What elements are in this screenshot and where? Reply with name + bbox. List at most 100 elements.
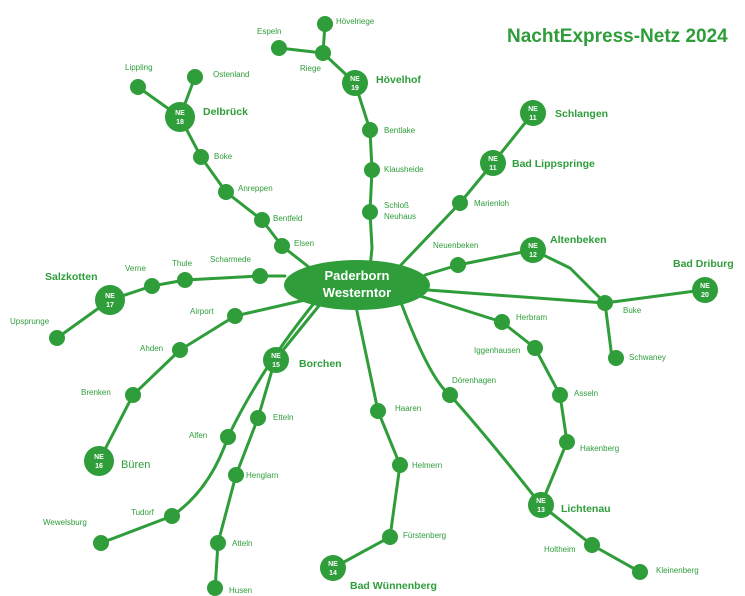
label-henglarn: Henglarn [246,471,278,480]
stop-elsen[interactable] [274,238,290,254]
stop-doerenhagen[interactable] [442,387,458,403]
stop-haaren[interactable] [370,403,386,419]
hub-paderborn-westerntor[interactable]: Paderborn Westerntor [284,260,430,310]
label-herbram: Herbram [516,313,547,322]
stop-riege[interactable] [315,45,331,61]
badge-hoevelhof[interactable]: NE 19 [342,70,368,96]
stop-asseln[interactable] [552,387,568,403]
stop-alfen[interactable] [220,429,236,445]
label-hoevelriege: Hövelriege [336,17,375,26]
stop-schloss-neuhaus[interactable] [362,204,378,220]
label-bentfeld: Bentfeld [273,214,302,223]
label-espeln: Espeln [257,27,281,36]
stop-bentlake[interactable] [362,122,378,138]
label-anreppen: Anreppen [238,184,273,193]
stop-upsprunge[interactable] [49,330,65,346]
stop-atteln[interactable] [210,535,226,551]
label-schloss: Schloß [384,201,409,210]
badge-schlangen[interactable]: NE 11 [520,100,546,126]
stop-herbram[interactable] [494,314,510,330]
stop-boke[interactable] [193,149,209,165]
stop-marienloh[interactable] [452,195,468,211]
badge-ne-lichtenau: NE [536,498,546,505]
label-alfen: Alfen [189,431,207,440]
label-elsen: Elsen [294,239,314,248]
label-ahden: Ahden [140,344,163,353]
stop-kleinenberg[interactable] [632,564,648,580]
badge-lichtenau[interactable]: NE 13 [528,492,554,518]
stop-scharmede[interactable] [252,268,268,284]
route-hoevelhof [321,22,374,270]
hub-label-line1: Paderborn [324,268,389,283]
stop-hakenberg[interactable] [559,434,575,450]
badge-altenbeken[interactable]: NE 12 [520,237,546,263]
stop-lippling[interactable] [130,79,146,95]
stop-holtheim[interactable] [584,537,600,553]
label-thule: Thule [172,259,193,268]
badge-bueren[interactable]: NE 16 [84,446,114,476]
badge-salzkotten[interactable]: NE 17 [95,285,125,315]
stop-brenken[interactable] [125,387,141,403]
stop-ostenland[interactable] [187,69,203,85]
stop-thule[interactable] [177,272,193,288]
badge-delbrueck[interactable]: NE 18 [165,102,195,132]
label-buke: Buke [623,306,642,315]
stop-espeln[interactable] [271,40,287,56]
stop-buke[interactable] [597,295,613,311]
label-fuerstenberg: Fürstenberg [403,531,446,540]
stop-verne[interactable] [144,278,160,294]
stop-bentfeld[interactable] [254,212,270,228]
stop-neuenbeken[interactable] [450,257,466,273]
dest-bueren: Büren [121,459,150,471]
label-riege: Riege [300,64,321,73]
label-scharmede: Scharmede [210,255,251,264]
stop-etteln[interactable] [250,410,266,426]
badge-ne-borchen: NE [271,353,281,360]
stop-schwaney[interactable] [608,350,624,366]
badge-ne-salzkotten: NE [105,293,115,300]
stop-henglarn[interactable] [228,467,244,483]
badge-ne-altenbeken: NE [528,243,538,250]
badge-num-borchen: 15 [272,362,280,369]
route-driburg [426,288,705,305]
stop-wewelsburg[interactable] [93,535,109,551]
badge-ne-schlangen: NE [528,106,538,113]
route-doerenhagen [398,298,543,507]
page-title: NachtExpress-Netz 2024 [507,26,728,47]
route-lippspringe [398,111,535,268]
route-salzkotten [55,274,287,340]
stop-iggenhausen[interactable] [527,340,543,356]
stop-fuerstenberg[interactable] [382,529,398,545]
label-neuenbeken: Neuenbeken [433,241,478,250]
stop-husen[interactable] [207,580,223,596]
badge-ne-driburg: NE [700,283,710,290]
badge-bad-lippspringe[interactable]: NE 11 [480,150,506,176]
badge-bad-wuennenberg[interactable]: NE 14 [320,555,346,581]
stop-tudorf[interactable] [164,508,180,524]
dest-hoevelhof: Hövelhof [376,74,421,86]
stop-ahden[interactable] [172,342,188,358]
badge-num-wuennenberg: 14 [329,570,337,577]
route-wuennenberg [331,300,402,570]
label-kleinenberg: Kleinenberg [656,566,699,575]
stop-anreppen[interactable] [218,184,234,200]
label-lippling: Lippling [125,63,153,72]
stop-helmern[interactable] [392,457,408,473]
badge-num-lichtenau: 13 [537,507,545,514]
label-asseln: Asseln [574,389,598,398]
badge-ne-bueren: NE [94,454,104,461]
stop-klausheide[interactable] [364,162,380,178]
label-upsprunge: Upsprunge [10,317,50,326]
stop-airport[interactable] [227,308,243,324]
dest-bad-wuennenberg: Bad Wünnenberg [350,580,437,592]
stop-hoevelriege[interactable] [317,16,333,32]
dest-schlangen: Schlangen [555,108,608,120]
badge-borchen[interactable]: NE 15 [263,347,289,373]
label-bentlake: Bentlake [384,126,416,135]
label-airport: Airport [190,307,214,316]
label-doerenhagen: Dörenhagen [452,376,496,385]
label-atteln: Atteln [232,539,252,548]
hub-label-line2: Westerntor [323,285,391,300]
label-verne: Verne [125,264,146,273]
badge-bad-driburg[interactable]: NE 20 [692,277,718,303]
